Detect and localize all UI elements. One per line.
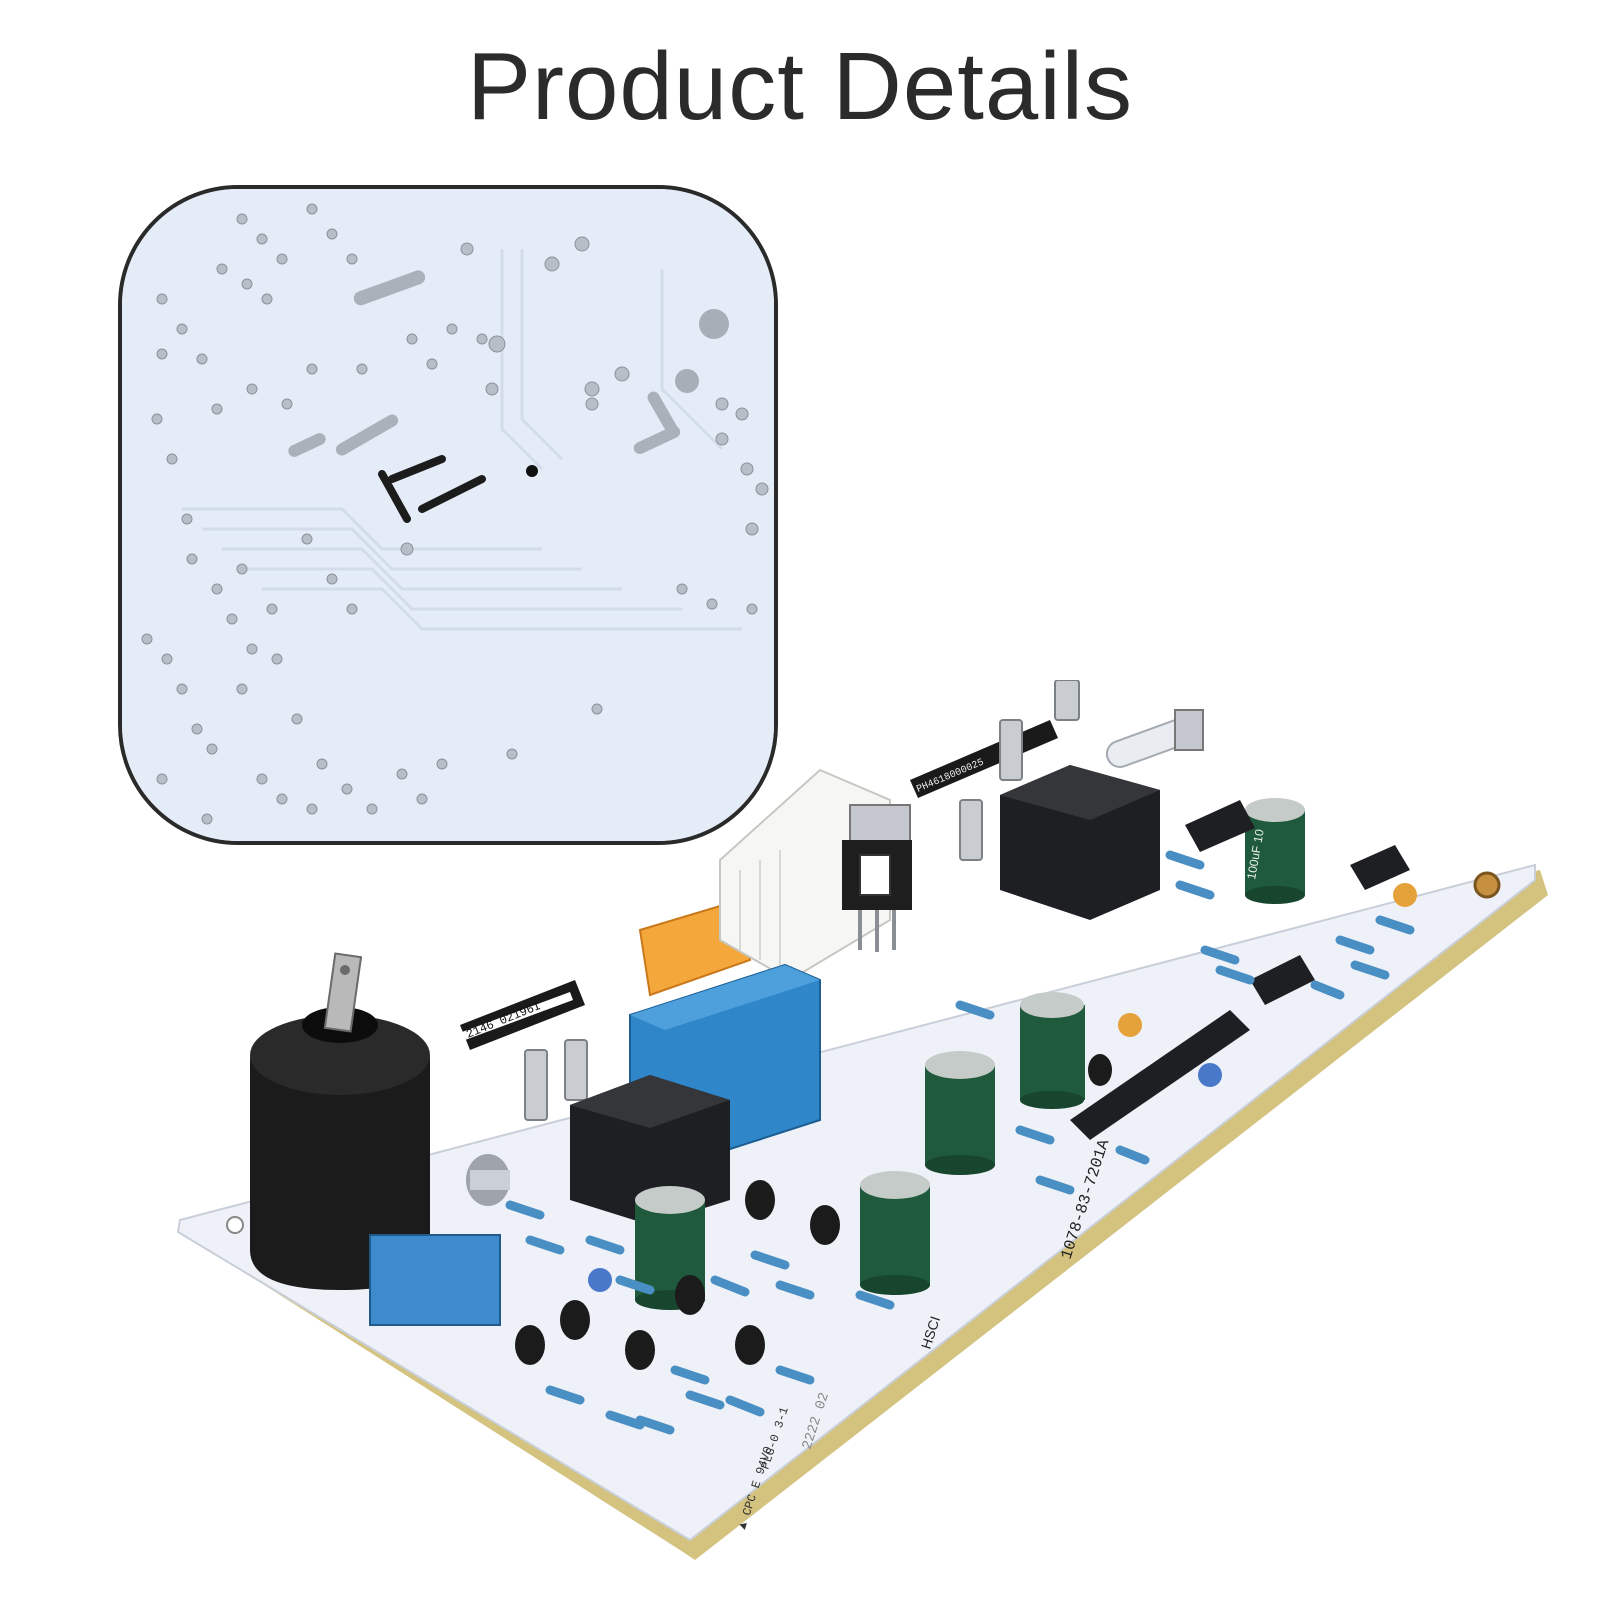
ceramic-capacitor [588,883,1417,1292]
spade-terminal [1054,680,1080,721]
relay-black [570,1075,730,1225]
spade-terminal [524,1049,548,1121]
transistor [515,1054,1112,1370]
x2-capacitor [369,1234,501,1326]
relay-black-right [1000,765,1160,920]
glass-fuse [1105,709,1204,768]
voltage-regulator [842,804,912,952]
page-title: Product Details [467,33,1133,140]
ic-small [1185,800,1410,1005]
capacitor [925,1051,995,1175]
pcb-front-image: 2146 02196I PH4618000025 [176,680,1548,1560]
capacitor [860,1171,930,1295]
capacitor: 100uF 10 [1244,798,1305,904]
pcb-back-closeup [118,185,778,845]
spade-terminal [564,1039,588,1101]
pcb-back-image [122,189,774,841]
resistors [505,850,1415,1435]
molex-connector [719,768,891,982]
capacitor [1020,992,1085,1109]
spade-terminal [999,719,1023,781]
ignition-terminal [250,952,430,1290]
microcontroller-ic [1070,1010,1250,1140]
pcb-front: 2146 02196I PH4618000025 [170,680,1590,1560]
gas-discharge-tube [466,1154,510,1206]
spade-terminal [959,799,983,861]
